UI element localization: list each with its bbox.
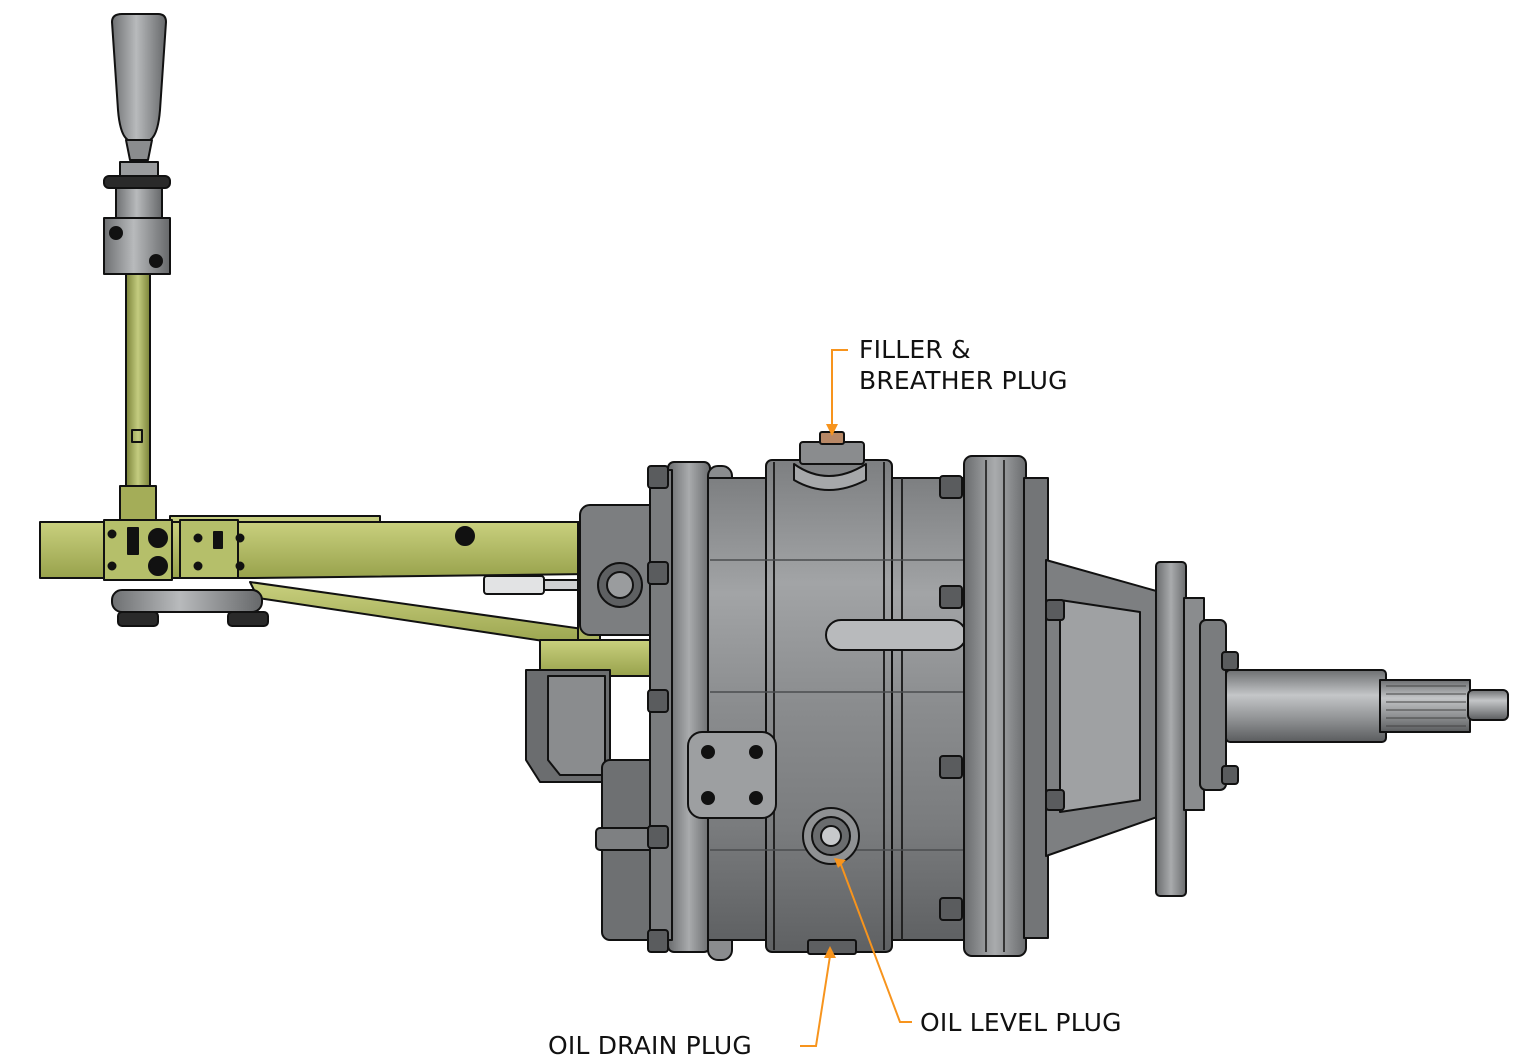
leader-lines — [800, 349, 912, 1047]
oil-drain-label: OIL DRAIN PLUG — [548, 1031, 752, 1060]
oil-level-label: OIL LEVEL PLUG — [920, 1008, 1122, 1037]
main-housing — [647, 431, 967, 961]
filler-breather-callout: FILLER & BREATHER PLUG — [859, 334, 1068, 396]
filler-callout-line1: FILLER & — [859, 335, 971, 364]
tail-housing — [1045, 559, 1239, 897]
oil-drain-callout: OIL DRAIN PLUG — [548, 1030, 752, 1061]
oil-level-leader — [839, 861, 912, 1023]
gear-lever — [103, 13, 171, 523]
oil-drain-leader — [800, 955, 831, 1047]
filler-callout-line2: BREATHER PLUG — [859, 366, 1068, 395]
rear-flange — [939, 455, 1049, 957]
filler-leader — [831, 349, 848, 432]
output-shaft — [1225, 669, 1509, 743]
oil-level-callout: OIL LEVEL PLUG — [920, 1007, 1122, 1038]
shift-bracket — [39, 515, 671, 677]
